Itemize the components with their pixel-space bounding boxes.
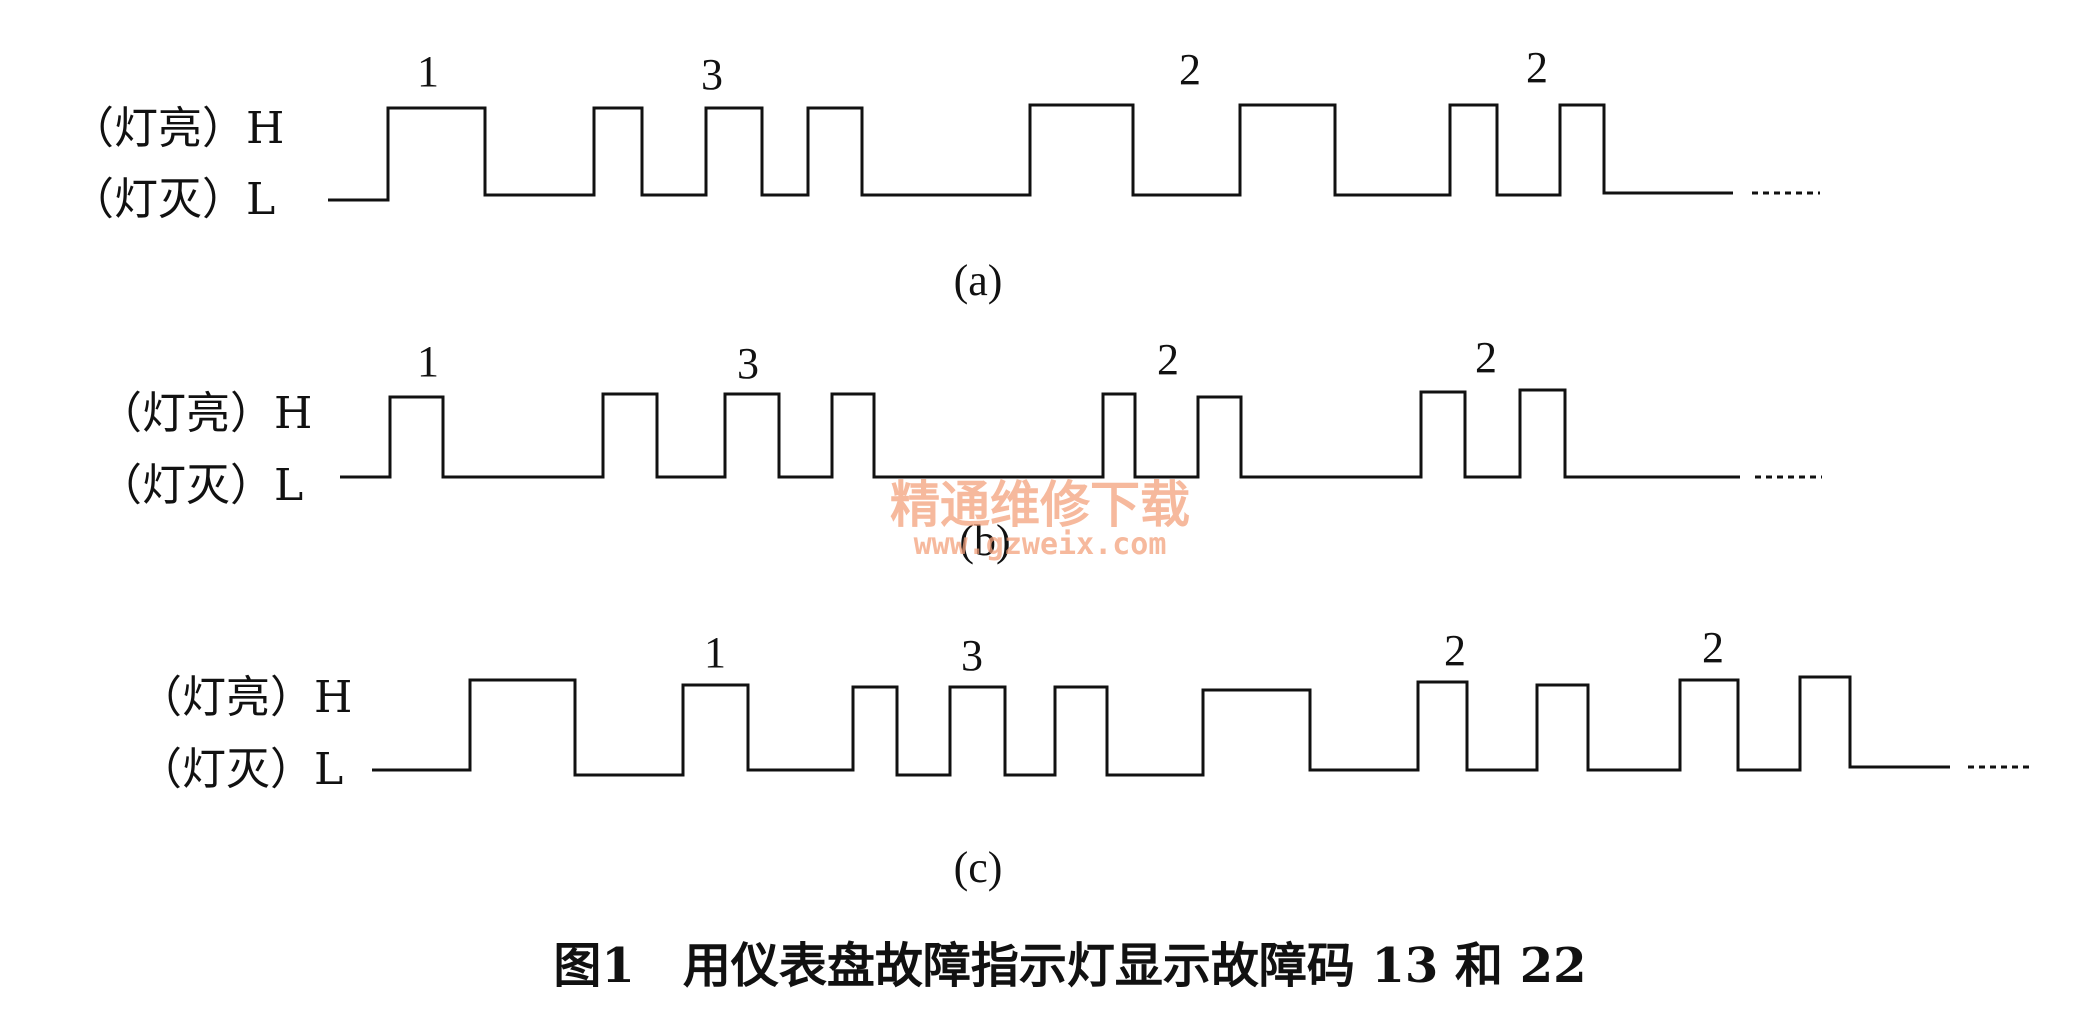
panel-c-digit-3: 3: [961, 631, 983, 680]
panel-a-high-label: （灯亮）H: [70, 103, 284, 154]
panel-c-low-label: （灯灭）L: [138, 744, 343, 795]
panel-c: （灯亮）H （灯灭）L 1 3 2 2 (c): [138, 623, 2033, 892]
panel-a: （灯亮）H （灯灭）L 1 3 2 2 (a): [70, 43, 1820, 305]
panel-b-digit-1: 1: [417, 337, 439, 386]
panel-b: （灯亮）H （灯灭）L 1 3 2 2 (b): [98, 333, 1822, 565]
panel-b-digit-2-first: 2: [1157, 335, 1179, 384]
panel-b-high-label: （灯亮）H: [98, 388, 312, 439]
watermark-url: www.gzweix.com: [914, 527, 1167, 562]
panel-a-caption: (a): [954, 256, 1003, 305]
panel-c-high-label: （灯亮）H: [138, 672, 352, 723]
panel-a-digit-2-second: 2: [1526, 43, 1548, 92]
watermark-text: 精通维修下载: [890, 475, 1190, 534]
panel-c-caption: (c): [954, 843, 1003, 892]
panel-a-waveform: [328, 103, 1733, 202]
figure-caption: 图1 用仪表盘故障指示灯显示故障码 13 和 22: [553, 938, 1586, 994]
watermark: 精通维修下载 www.gzweix.com: [890, 475, 1190, 562]
panel-b-low-label: （灯灭）L: [98, 460, 303, 511]
panel-a-low-label: （灯灭）L: [70, 174, 275, 225]
panel-b-digit-2-second: 2: [1475, 333, 1497, 382]
panel-c-digit-2-first: 2: [1444, 626, 1466, 675]
panel-c-waveform: [372, 675, 1950, 777]
panel-b-digit-3: 3: [737, 339, 759, 388]
panel-c-digit-2-second: 2: [1702, 623, 1724, 672]
panel-a-digit-2-first: 2: [1179, 45, 1201, 94]
panel-b-waveform: [340, 388, 1740, 479]
panel-a-digit-1: 1: [417, 47, 439, 96]
panel-c-digit-1: 1: [704, 628, 726, 677]
panel-b-caption: (b): [959, 516, 1010, 565]
panel-a-digit-3: 3: [701, 50, 723, 99]
